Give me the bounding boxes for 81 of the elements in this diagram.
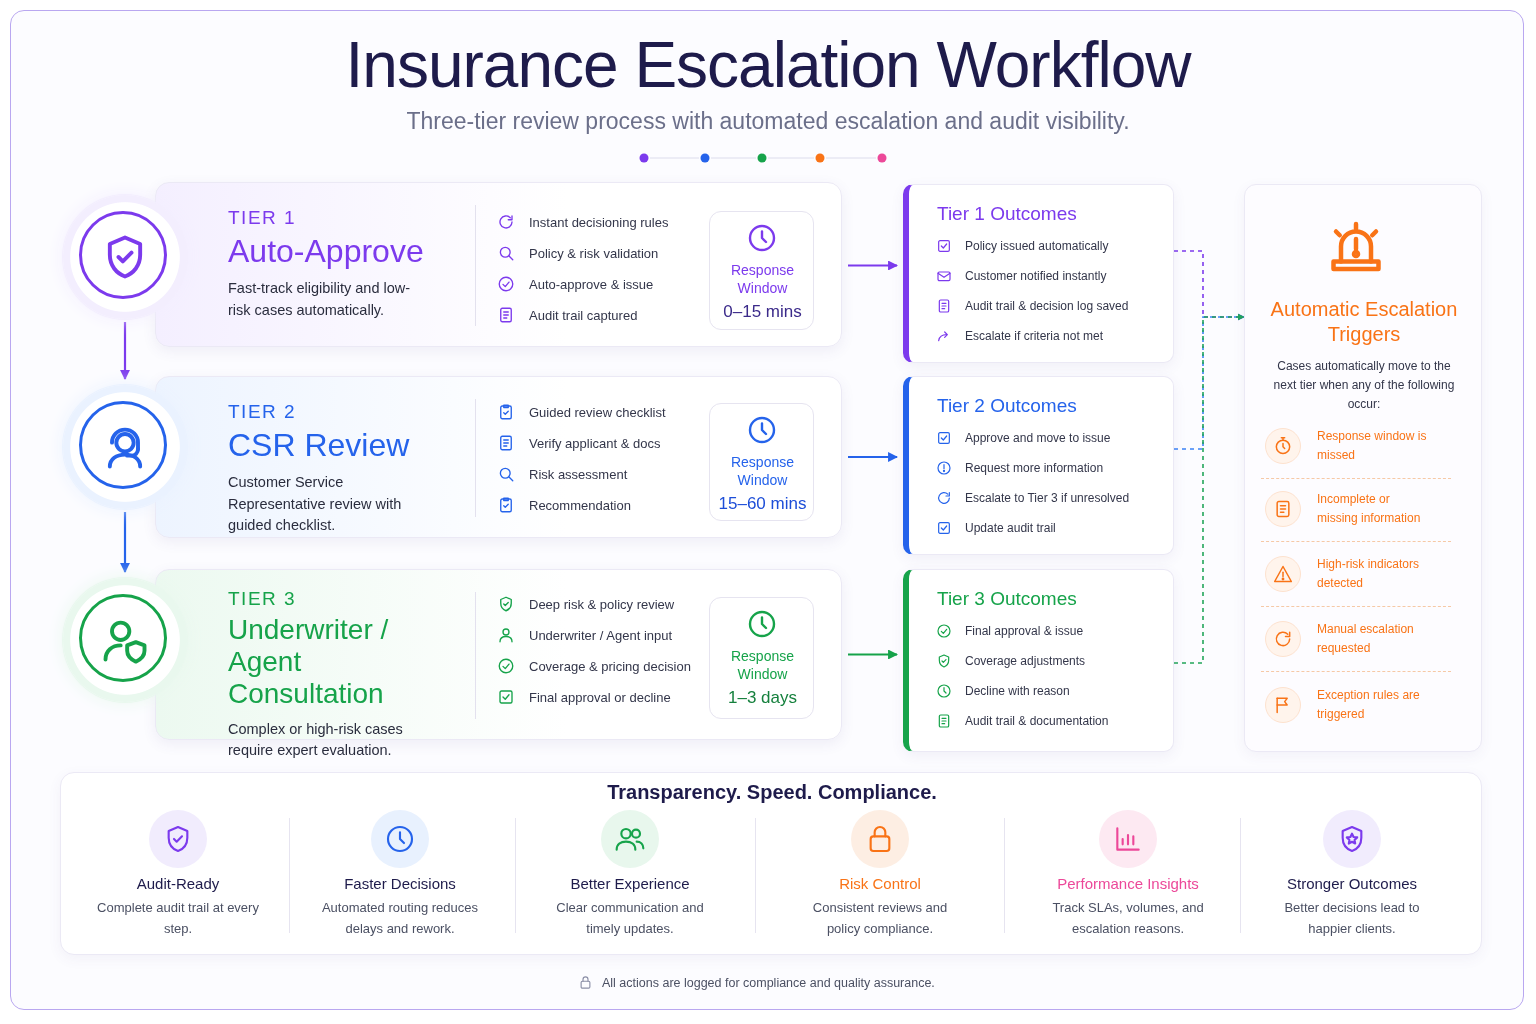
- benefits-panel: [60, 772, 1482, 955]
- outcome-item: Policy issued automatically: [965, 239, 1109, 253]
- dashed-connector: [1173, 313, 1245, 664]
- trigger-item: High-risk indicators detected: [1317, 556, 1421, 593]
- benefit-title: Risk Control: [838, 875, 922, 892]
- footnote: All actions are logged for compliance and quality assurance.: [602, 975, 935, 990]
- outcome-item: Request more information: [965, 461, 1104, 475]
- outcome-title: Tier 2 Outcomes: [937, 395, 1077, 417]
- outcome-card: [903, 184, 1174, 363]
- checklist-item: Audit trail captured: [529, 307, 638, 323]
- tier-description: Customer Service Representative review with guided checklist.: [228, 472, 403, 536]
- outcome-item: Coverage adjustments: [965, 654, 1086, 668]
- checklist-item: Verify applicant & docs: [529, 435, 661, 451]
- benefit-title: Stronger Outcomes: [1285, 875, 1419, 892]
- outcome-item: Escalate to Tier 3 if unresolved: [965, 491, 1130, 505]
- triggers-panel: [1244, 184, 1482, 752]
- outcome-item: Approve and move to issue: [965, 431, 1111, 445]
- outcome-item: Update audit trail: [965, 521, 1056, 535]
- trigger-item: Response window is missed: [1317, 428, 1428, 465]
- response-window-card: [709, 211, 814, 330]
- checklist-item: Underwriter / Agent input: [529, 627, 673, 643]
- tier-description: Fast-track eligibility and low-risk cases automatically.: [228, 278, 412, 320]
- checklist-item: Risk assessment: [529, 466, 628, 482]
- response-time: 15–60 mins: [717, 494, 808, 514]
- checklist-item: Auto-approve & issue: [529, 276, 654, 292]
- benefit-title: Performance Insights: [1056, 875, 1200, 892]
- benefit-description: Track SLAs, volumes, and escalation reasons.: [1051, 899, 1205, 938]
- trigger-item: Exception rules are triggered: [1317, 687, 1421, 724]
- checklist-item: Guided review checklist: [529, 404, 666, 420]
- response-time: 0–15 mins: [722, 302, 803, 322]
- checklist-item: Recommendation: [529, 497, 631, 513]
- response-window-label: Response Window: [729, 262, 795, 297]
- tier-card: [155, 376, 842, 538]
- benefit-description: Automated routing reduces delays and rework.: [320, 899, 480, 938]
- response-window-card: [709, 403, 814, 521]
- arrow: [848, 260, 898, 271]
- tier-label: TIER 1: [228, 207, 298, 229]
- tier-description: Complex or high-risk cases require expert evaluation.: [228, 719, 404, 761]
- outcome-item: Final approval & issue: [965, 624, 1084, 638]
- tier-title: Auto-Approve: [228, 233, 425, 270]
- benefit-title: Better Experience: [569, 875, 691, 892]
- benefit-title: Audit-Ready: [135, 875, 221, 892]
- checklist-item: Deep risk & policy review: [529, 596, 675, 612]
- outcome-title: Tier 3 Outcomes: [937, 588, 1077, 610]
- arrow: [848, 452, 898, 462]
- subtitle: Three-tier review process with automated escalation and audit visibility.: [405, 108, 1131, 135]
- outcome-item: Customer notified instantly: [965, 269, 1107, 283]
- panel-title: Automatic Escalation Triggers: [1269, 297, 1459, 347]
- checklist-item: Final approval or decline: [529, 689, 671, 705]
- response-window-card: [709, 597, 814, 719]
- trigger-item: Manual escalation requested: [1317, 621, 1415, 658]
- trigger-item: Incomplete or missing information: [1317, 491, 1422, 528]
- outcome-card: [903, 569, 1174, 752]
- panel-title: Transparency. Speed. Compliance.: [606, 781, 938, 804]
- panel-description: Cases automatically move to the next tier when any of the following occur:: [1272, 358, 1456, 414]
- outcome-item: Decline with reason: [965, 684, 1070, 698]
- response-time: 1–3 days: [727, 688, 798, 708]
- tier-title: CSR Review: [228, 427, 411, 464]
- tier-label: TIER 2: [228, 401, 298, 423]
- tier-title: Underwriter / Agent Consultation: [228, 614, 390, 711]
- outcome-title: Tier 1 Outcomes: [937, 203, 1077, 225]
- checklist-item: Instant decisioning rules: [529, 214, 669, 230]
- page-title: Insurance Escalation Workflow: [344, 28, 1193, 102]
- benefit-description: Complete audit trail at every step.: [96, 899, 260, 938]
- benefit-description: Better decisions lead to happier clients.: [1283, 899, 1421, 938]
- benefit-title: Faster Decisions: [343, 875, 457, 892]
- benefit-description: Consistent reviews and policy compliance.: [811, 899, 949, 938]
- outcome-card: [903, 376, 1174, 555]
- checklist-item: Policy & risk validation: [529, 245, 659, 261]
- response-window-label: Response Window: [729, 648, 795, 683]
- tier-card: [155, 182, 842, 347]
- outcome-item: Audit trail & documentation: [965, 714, 1109, 728]
- outcome-item: Audit trail & decision log saved: [965, 299, 1129, 313]
- arrow: [120, 322, 130, 380]
- checklist-item: Coverage & pricing decision: [529, 658, 691, 674]
- arrow: [848, 649, 898, 660]
- benefit-description: Clear communication and timely updates.: [555, 899, 705, 938]
- outcome-item: Escalate if criteria not met: [965, 329, 1104, 343]
- arrow: [120, 512, 130, 573]
- response-window-label: Response Window: [729, 454, 795, 489]
- tier-label: TIER 3: [228, 588, 298, 610]
